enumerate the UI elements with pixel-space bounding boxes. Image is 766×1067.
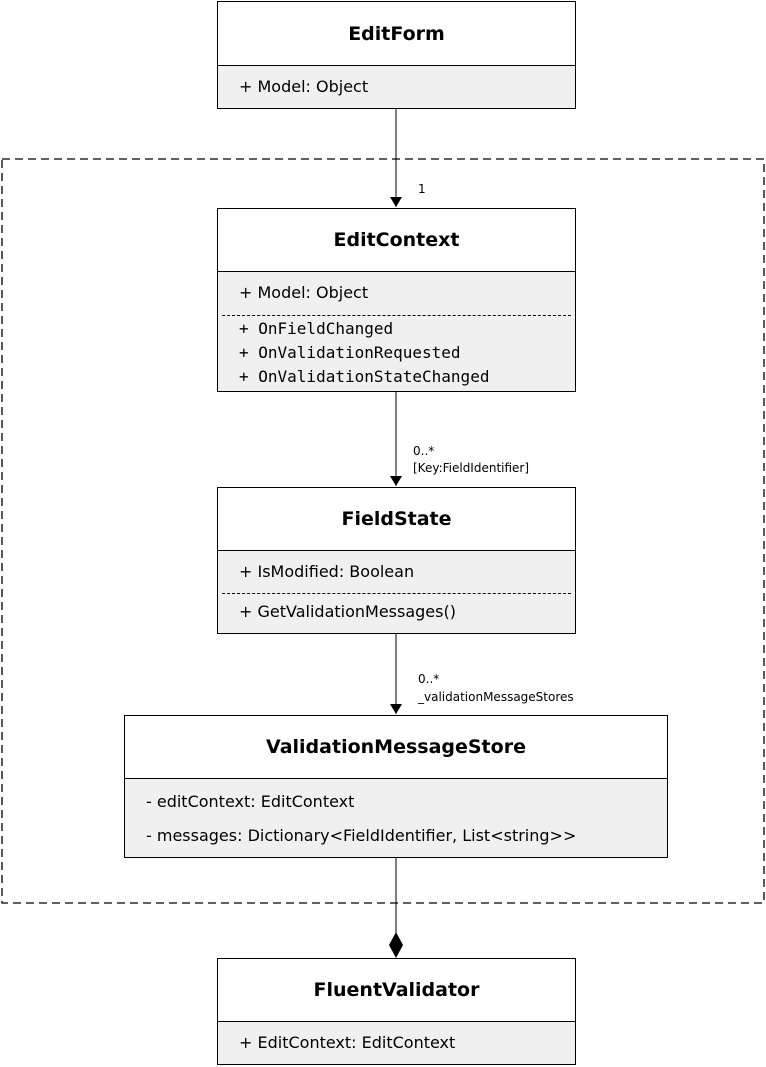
attribute: - messages: Dictionary<FieldIdentifier, … [146, 826, 577, 845]
event: + OnValidationRequested [239, 343, 461, 362]
class-editcontext[interactable]: EditContext + Model: Object + OnFieldCha… [217, 208, 576, 392]
class-fieldstate[interactable]: FieldState + IsModified: Boolean + GetVa… [217, 487, 576, 634]
role-label: _validationMessageStores [418, 690, 574, 704]
class-name: ValidationMessageStore [125, 716, 667, 779]
class-name: FluentValidator [218, 959, 575, 1022]
composition-diamond-icon [389, 932, 403, 958]
subsystem-boundary [1, 158, 765, 904]
compartment-separator [222, 593, 571, 594]
attribute: + Model: Object [239, 283, 369, 302]
class-editform[interactable]: EditForm + Model: Object [217, 1, 576, 109]
class-fluentvalidator[interactable]: FluentValidator + EditContext: EditConte… [217, 958, 576, 1065]
multiplicity-label: 1 [418, 182, 426, 196]
class-name: EditForm [218, 2, 575, 66]
attribute: - editContext: EditContext [146, 792, 355, 811]
event: + OnValidationStateChanged [239, 367, 490, 386]
attribute: + IsModified: Boolean [239, 562, 415, 581]
compartment-separator [222, 315, 571, 316]
event: + OnFieldChanged [239, 319, 394, 338]
class-name: FieldState [218, 488, 575, 551]
attribute: + EditContext: EditContext [239, 1033, 456, 1052]
class-name: EditContext [218, 209, 575, 272]
qualifier-label: [Key:FieldIdentifier] [413, 461, 530, 475]
multiplicity-label: 0..* [413, 444, 435, 458]
multiplicity-label: 0..* [418, 672, 440, 686]
method: + GetValidationMessages() [239, 602, 456, 621]
attribute: + Model: Object [239, 77, 369, 96]
class-validationmessagestore[interactable]: ValidationMessageStore - editContext: Ed… [124, 715, 668, 858]
